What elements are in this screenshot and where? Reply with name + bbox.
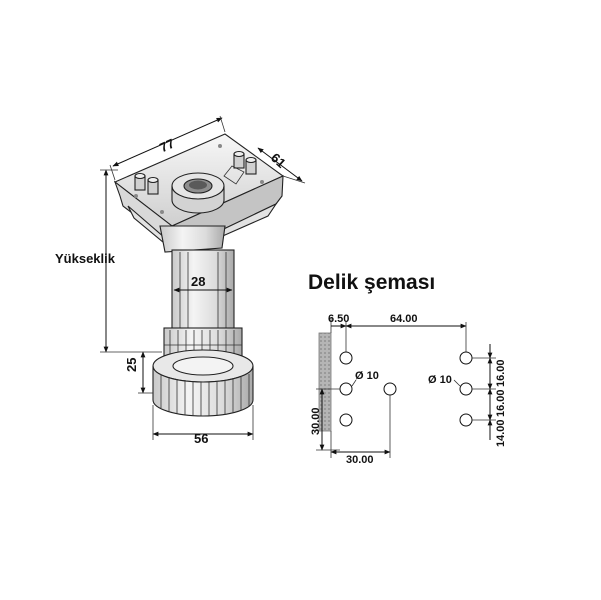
hole	[459, 413, 473, 427]
left-vertical-label: 30.00	[310, 407, 322, 435]
hole	[459, 351, 473, 365]
hole-scheme-title: Delik şeması	[308, 271, 435, 294]
hole-right-label: Ø 10	[428, 374, 452, 386]
dim-shaft-label: 28	[191, 274, 205, 289]
right-bottom-label: 14.00	[495, 419, 507, 447]
screw-post-right	[233, 150, 257, 175]
hole	[339, 413, 353, 427]
hole	[339, 351, 353, 365]
dim-base-diameter-label: 56	[194, 431, 208, 446]
hole	[383, 382, 397, 396]
dim-top-width-label: 77	[157, 136, 176, 156]
leg-base-foot	[152, 365, 254, 417]
screw-post-left	[134, 172, 159, 195]
hole	[459, 382, 473, 396]
right-top-label: 16.00	[495, 359, 507, 387]
bottom-label: 30.00	[346, 454, 374, 466]
hole-scheme-diagram	[316, 318, 496, 458]
spacing-label: 64.00	[390, 313, 418, 325]
hole	[339, 382, 353, 396]
hole-scheme-labels: 6.50 64.00 Ø 10 Ø 10 16.00 16.00 14.00 3…	[310, 313, 507, 466]
offset-label: 6.50	[328, 313, 349, 325]
dimension-lines-left	[100, 115, 306, 440]
dimension-labels-left: 77 61 Yükseklik 28 25 56	[55, 136, 289, 446]
right-mid-label: 16.00	[495, 389, 507, 417]
hole-left-label: Ø 10	[355, 370, 379, 382]
dim-base-height-label: 25	[124, 358, 139, 372]
plate-socket	[159, 225, 226, 253]
furniture-leg-illustration	[113, 133, 285, 417]
dim-height-label: Yükseklik	[55, 251, 116, 266]
